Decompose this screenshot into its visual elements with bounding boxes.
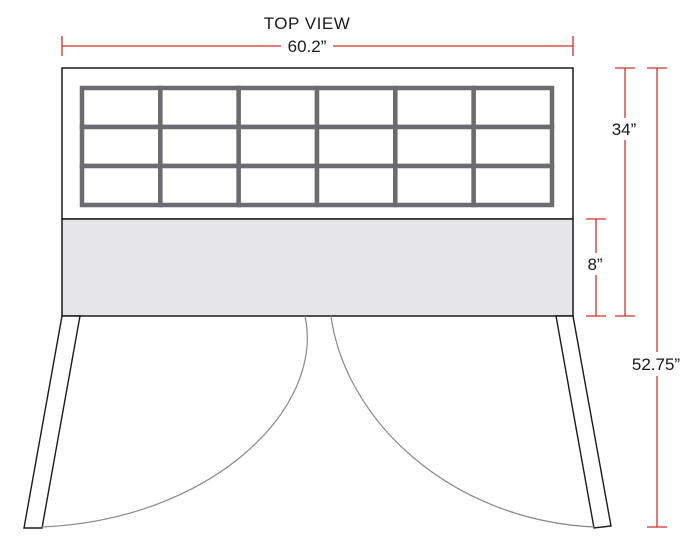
rail-depth-label-background [580, 253, 612, 275]
pan-cell-r1-c4 [314, 85, 398, 130]
left-door [23, 315, 81, 529]
pan-grid [79, 85, 555, 208]
rail-depth-label: 8” [587, 255, 602, 274]
pan-cell-r1-c1 [79, 85, 163, 130]
pan-cell-r2-c6 [471, 124, 555, 169]
rail-depth-dimension: 8” [580, 218, 612, 317]
right-door [555, 315, 612, 529]
pan-cell-r3-c3 [236, 163, 320, 208]
top-depth-label: 34” [612, 120, 637, 139]
top-depth-label-background [605, 118, 645, 140]
left-door-swing-arc [41, 315, 308, 528]
overall-depth-label: 52.75” [632, 355, 681, 374]
pan-cell-r1-c2 [158, 85, 241, 130]
pan-cell-r3-c5 [393, 163, 476, 208]
pan-cell-r2-c1 [79, 124, 163, 169]
width-label-background [281, 37, 333, 55]
overall-depth-dimension: 52.75” [626, 67, 688, 528]
pan-cell-r2-c3 [236, 124, 320, 169]
pan-cell-r2-c2 [158, 124, 241, 169]
overall-depth-label-background [626, 352, 688, 376]
width-dimension-label: 60.2” [288, 37, 327, 56]
pan-cell-r3-c6 [471, 163, 555, 208]
pan-cell-r3-c2 [158, 163, 241, 208]
pan-cell-r1-c6 [471, 85, 555, 130]
width-dimension: 60.2” [61, 36, 574, 56]
pan-cell-r2-c5 [393, 124, 476, 169]
pan-cell-r1-c5 [393, 85, 476, 130]
right-door-swing-arc [330, 315, 595, 528]
pan-cell-r1-c3 [236, 85, 320, 130]
pan-cell-r2-c4 [314, 124, 398, 169]
pan-cell-r3-c1 [79, 163, 163, 208]
cutting-board-rail [61, 218, 574, 317]
view-title: TOP VIEW [264, 14, 351, 33]
pan-cell-r3-c4 [314, 163, 398, 208]
top-depth-dimension: 34” [605, 67, 645, 317]
